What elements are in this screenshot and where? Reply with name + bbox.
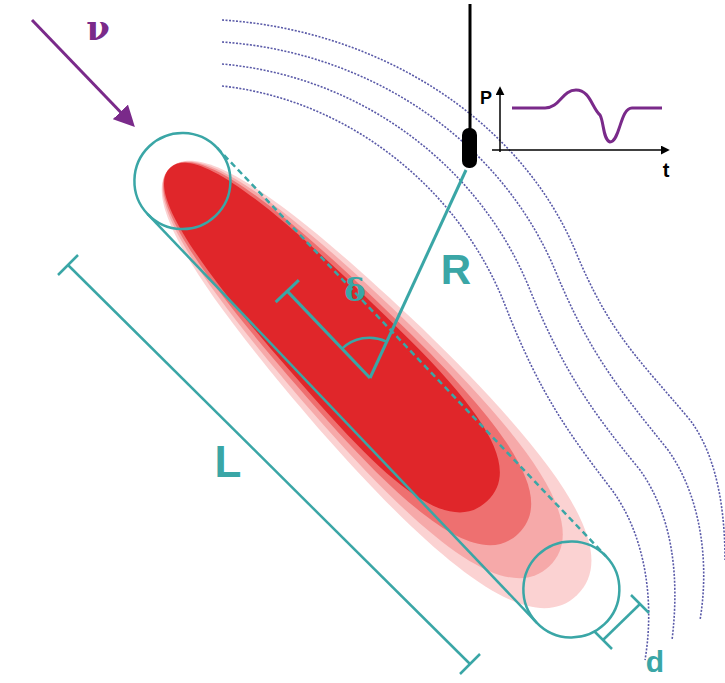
diameter-bracket (594, 595, 649, 649)
hydrophone (462, 128, 477, 168)
dimension-line (603, 604, 640, 640)
dimension-tick (460, 654, 480, 674)
dimension-tick (58, 255, 78, 275)
dimension-tick (594, 631, 612, 649)
axis (492, 149, 668, 151)
cascade (96, 95, 658, 675)
angle-label: δ (344, 274, 365, 306)
cylinder-end (115, 113, 251, 249)
hydrophone-cable (469, 4, 472, 135)
cascade-halo (126, 126, 562, 575)
length-bracket (58, 255, 480, 674)
neutrino-track (32, 20, 132, 124)
cylinder-end (504, 522, 640, 658)
cylinder (115, 113, 640, 657)
cylinder-side (148, 214, 537, 622)
axis-label: t (663, 160, 670, 180)
cylinder-side (217, 148, 606, 556)
cascade-core (130, 130, 527, 540)
length-label: L (215, 440, 242, 484)
axis-tick (276, 280, 299, 302)
pressure-pulse (512, 90, 662, 142)
angle-arc (342, 338, 387, 349)
distance-label: R (441, 249, 471, 291)
diameter-label: d (646, 647, 664, 677)
axis-label: P (480, 89, 492, 107)
dimension-line (68, 265, 470, 664)
cascade-halo (121, 122, 598, 613)
neutrino-symbol: ν (86, 11, 110, 45)
dimension-tick (631, 595, 649, 613)
axis (499, 88, 501, 152)
